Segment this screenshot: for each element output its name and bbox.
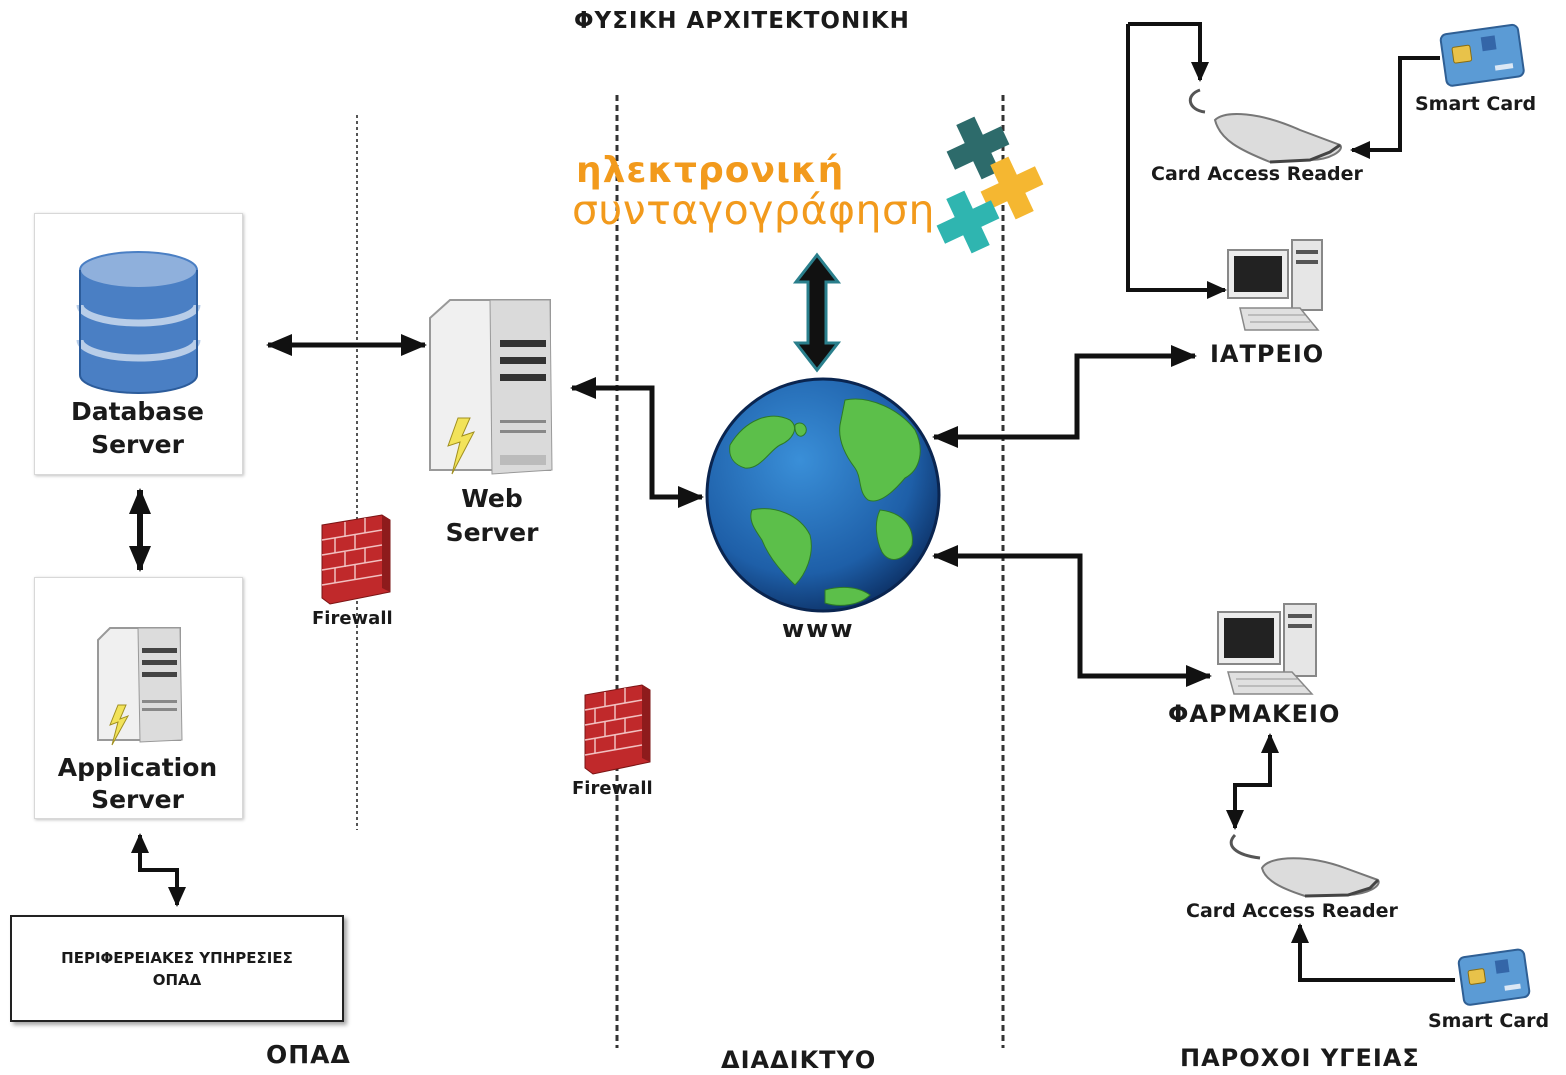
- card-reader-top-label: Card Access Reader: [1151, 163, 1363, 185]
- line-top-bracket: [1126, 24, 1227, 299]
- arrow-smartcard-reader-bottom: [1291, 923, 1455, 982]
- regional-services-label: ΠΕΡΙΦΕΡΕΙΑΚΕΣ ΥΠΗΡΕΣΙΕΣ ΟΠΑΔ: [61, 949, 293, 989]
- zone-label-left: ΟΠΑΔ: [266, 1040, 351, 1069]
- web-server-label: Web Server: [445, 484, 539, 547]
- logo-line1: ηλεκτρονική: [576, 150, 845, 191]
- clinic-label: ΙΑΤΡΕΙΟ: [1210, 340, 1325, 368]
- zone-label-middle: ΔΙΑΔΙΚΤΥΟ: [721, 1046, 877, 1074]
- arrow-www-pharmacy: [932, 545, 1212, 687]
- line-top-to-reader: [1128, 22, 1209, 82]
- diagram-title: ΦΥΣΙΚΗ ΑΡΧΙΤΕΚΤΟΝΙΚΗ: [574, 8, 910, 34]
- smart-card-bottom-label: Smart Card: [1428, 1010, 1550, 1032]
- arrow-smartcard-reader-top: [1350, 56, 1440, 159]
- application-server-label: Application Server: [57, 753, 218, 814]
- zone-label-right: ΠΑΡΟΧΟΙ ΥΓΕΙΑΣ: [1180, 1044, 1420, 1072]
- firewall-1-label: Firewall: [312, 608, 393, 629]
- smart-card-top-label: Smart Card: [1415, 93, 1537, 115]
- regional-services-box: ΠΕΡΙΦΕΡΕΙΑΚΕΣ ΥΠΗΡΕΣΙΕΣ ΟΠΑΔ: [10, 915, 344, 1022]
- arrow-app-regional: [131, 833, 186, 907]
- database-server-label: Database Server: [70, 397, 205, 459]
- card-reader-bottom-label: Card Access Reader: [1186, 900, 1398, 922]
- arrow-pharmacy-reader: [1226, 733, 1279, 830]
- logo-line2: συνταγογράφηση: [572, 186, 935, 234]
- www-label: www: [782, 615, 855, 643]
- logo-www-double-arrow: [792, 252, 842, 373]
- firewall-2-label: Firewall: [572, 778, 653, 799]
- pharmacy-label: ΦΑΡΜΑΚΕΙΟ: [1168, 700, 1341, 728]
- arrow-web-www: [570, 377, 704, 508]
- arrow-www-clinic: [932, 345, 1197, 448]
